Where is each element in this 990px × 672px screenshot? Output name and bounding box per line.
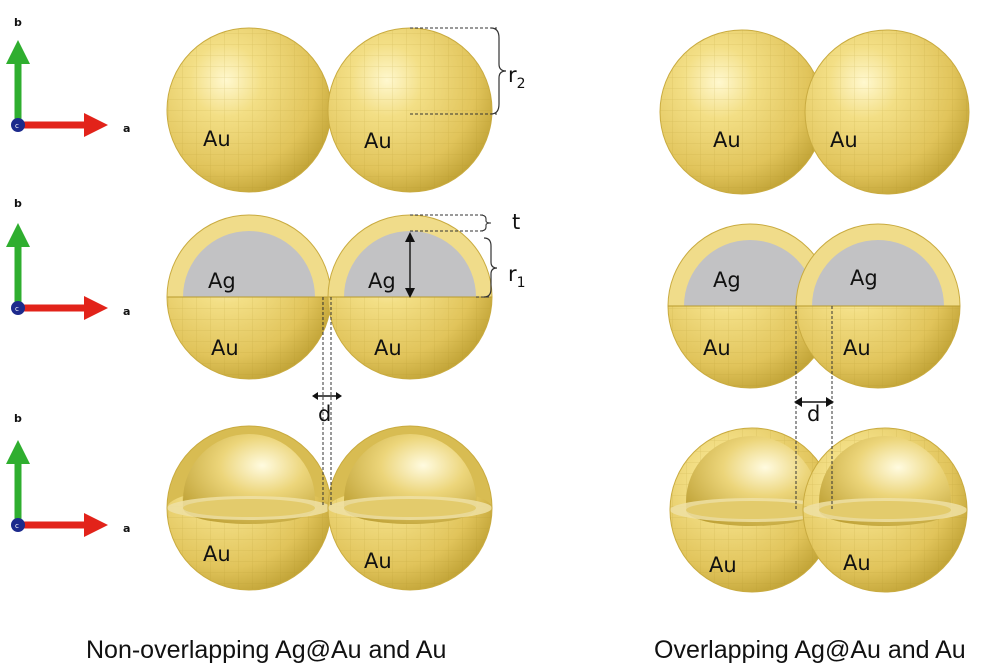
au-label: Au	[843, 336, 871, 360]
row2-overlapping: Ag Ag Au Au	[667, 223, 961, 389]
au-sphere-left	[166, 27, 332, 193]
au-sphere-right	[804, 29, 970, 195]
ag-core-section	[812, 240, 944, 306]
au-label: Au	[203, 542, 231, 566]
c-axis-label: c	[15, 522, 19, 530]
r2-label: r2	[508, 63, 526, 92]
au-half-shell-right	[802, 427, 968, 593]
r2-dimension	[410, 27, 507, 115]
ag-label: Ag	[713, 268, 741, 292]
au-label: Au	[203, 127, 231, 151]
axis-triad-top: b a c	[6, 16, 130, 137]
ag-label: Ag	[208, 269, 236, 293]
au-label: Au	[830, 128, 858, 152]
caption-overlapping: Overlapping Ag@Au and Au	[654, 636, 966, 664]
au-half-shell-left	[166, 425, 332, 591]
r1-arrow	[405, 232, 415, 298]
b-axis-label: b	[14, 16, 22, 29]
d-dimension-non-overlapping: d	[312, 297, 342, 506]
axis-triad-bottom: b a c	[6, 412, 130, 537]
b-axis-label: b	[14, 412, 22, 425]
au-label: Au	[713, 128, 741, 152]
c-axis-origin	[11, 518, 25, 532]
row1-non-overlapping: Au Au r2	[166, 27, 526, 193]
caption-non-overlapping: Non-overlapping Ag@Au and Au	[86, 636, 447, 664]
c-axis-label: c	[15, 305, 19, 313]
row1-overlapping: Au Au	[659, 29, 970, 195]
row2-non-overlapping: Ag Ag Au Au t r1	[166, 210, 526, 380]
ag-core-section	[684, 240, 816, 306]
au-label: Au	[364, 549, 392, 573]
au-label: Au	[703, 336, 731, 360]
ag-au-particle-left	[166, 214, 332, 380]
au-half-shell-right	[327, 425, 493, 591]
ag-label: Ag	[368, 269, 396, 293]
row3-overlapping: Au Au	[669, 427, 968, 593]
au-label: Au	[211, 336, 239, 360]
d-label: d	[807, 402, 820, 426]
ag-label: Ag	[850, 266, 878, 290]
d-dimension-overlapping: d	[794, 306, 834, 510]
a-axis-label: a	[123, 305, 130, 318]
ag-core-section	[183, 231, 315, 297]
axis-triad-middle: b a c	[6, 197, 130, 320]
au-label: Au	[374, 336, 402, 360]
a-axis-label: a	[123, 522, 130, 535]
a-axis-label: a	[123, 122, 130, 135]
t-label: t	[512, 210, 520, 234]
b-axis-label: b	[14, 197, 22, 210]
au-sphere-right	[327, 27, 493, 193]
c-axis-label: c	[15, 122, 19, 130]
au-half-shell-left	[669, 427, 835, 593]
row3-non-overlapping: Au Au	[166, 425, 493, 591]
c-axis-origin	[11, 301, 25, 315]
t-dimension	[410, 214, 492, 232]
au-label: Au	[709, 553, 737, 577]
au-label: Au	[843, 551, 871, 575]
r1-label: r1	[508, 262, 526, 291]
r1-dimension	[476, 237, 498, 298]
c-axis-origin	[11, 118, 25, 132]
au-sphere-left	[659, 29, 825, 195]
au-label: Au	[364, 129, 392, 153]
d-label: d	[318, 402, 331, 426]
